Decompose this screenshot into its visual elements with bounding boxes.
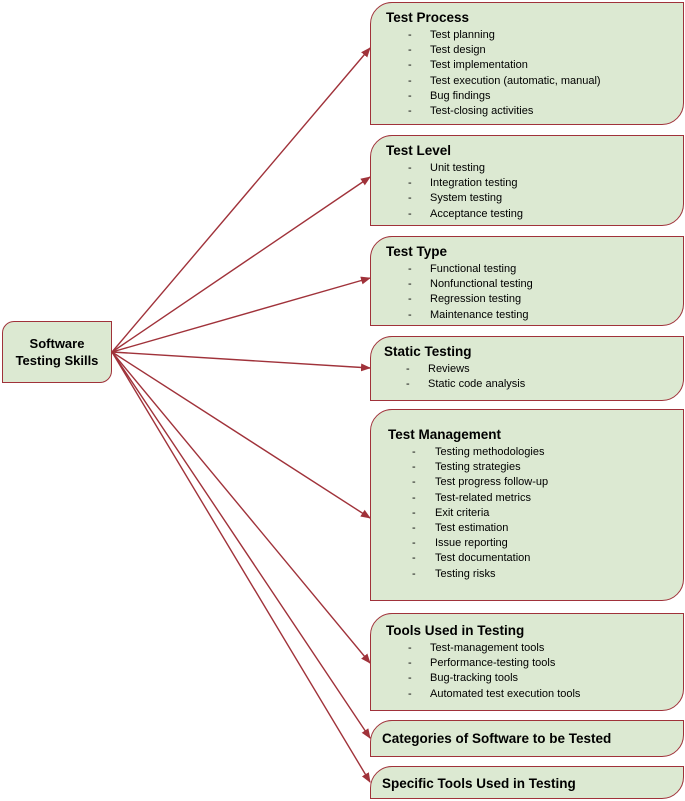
arrow-to-categories	[111, 351, 371, 739]
arrow-to-test-management	[111, 351, 371, 519]
list-item: -Maintenance testing	[408, 308, 529, 321]
root-label-line1: Software	[29, 336, 85, 351]
arrow-to-test-type	[111, 276, 371, 353]
box-title: Test Type	[386, 244, 448, 259]
list-item: -Unit testing	[408, 162, 486, 174]
box-title: Specific Tools Used in Testing	[382, 776, 576, 791]
box-title: Test Level	[386, 143, 452, 158]
list-item: -Test-related metrics	[412, 491, 531, 504]
box-title: Static Testing	[384, 344, 472, 359]
list-item: -Performance-testing tools	[408, 657, 556, 670]
list-item: -Test-closing activities	[408, 105, 534, 118]
list-item: -Issue reporting	[412, 537, 508, 550]
list-item: -Testing strategies	[412, 461, 521, 474]
list-item: -Bug-tracking tools	[408, 672, 519, 685]
arrow-to-static-testing	[111, 351, 371, 372]
list-item: -Test implementation	[408, 59, 528, 72]
box-test-type: Test Type -Functional testing -Nonfuncti…	[370, 236, 684, 326]
box-tools-used-in-testing: Tools Used in Testing -Test-management t…	[370, 613, 684, 711]
list-item: -Integration testing	[408, 177, 518, 190]
list-item: -Testing risks	[412, 567, 496, 580]
arrow-to-test-process	[111, 47, 371, 353]
list-item: -Functional testing	[408, 263, 517, 275]
arrow-to-test-level	[111, 176, 371, 353]
list-item: -Test documentation	[412, 552, 531, 565]
list-item: -System testing	[408, 192, 503, 205]
box-title: Tools Used in Testing	[386, 623, 525, 638]
arrow-to-tools-used	[111, 351, 371, 664]
list-item: -Test design	[408, 44, 486, 57]
list-item: -Automated test execution tools	[408, 687, 581, 700]
box-test-process: Test Process -Test planning -Test design…	[370, 2, 684, 125]
list-item: -Testing methodologies	[412, 446, 545, 458]
list-item: -Static code analysis	[406, 378, 526, 391]
list-item: -Test execution (automatic, manual)	[408, 74, 601, 87]
box-static-testing: Static Testing -Reviews -Static code ana…	[370, 336, 684, 401]
box-title: Categories of Software to be Tested	[382, 731, 612, 746]
box-test-management: Test Management -Testing methodologies -…	[370, 409, 684, 601]
list-item: -Nonfunctional testing	[408, 278, 533, 291]
box-title: Test Management	[388, 427, 502, 442]
box-test-level: Test Level -Unit testing -Integration te…	[370, 135, 684, 226]
box-title: Test Process	[386, 10, 470, 25]
list-item: -Test planning	[408, 29, 495, 41]
list-item: -Test estimation	[412, 522, 509, 535]
box-specific-tools: Specific Tools Used in Testing	[370, 766, 684, 799]
list-item: -Test progress follow-up	[412, 476, 549, 489]
list-item: -Exit criteria	[412, 506, 490, 519]
list-item: -Reviews	[406, 363, 470, 375]
root-node-software-testing-skills: Software Testing Skills	[2, 321, 112, 383]
list-item: -Acceptance testing	[408, 207, 523, 220]
arrow-to-specific-tools	[111, 351, 371, 783]
list-item: -Regression testing	[408, 293, 522, 306]
root-label-line2: Testing Skills	[15, 353, 99, 368]
list-item: -Bug findings	[408, 89, 491, 102]
list-item: -Test-management tools	[408, 642, 545, 654]
box-categories-of-software: Categories of Software to be Tested	[370, 720, 684, 757]
